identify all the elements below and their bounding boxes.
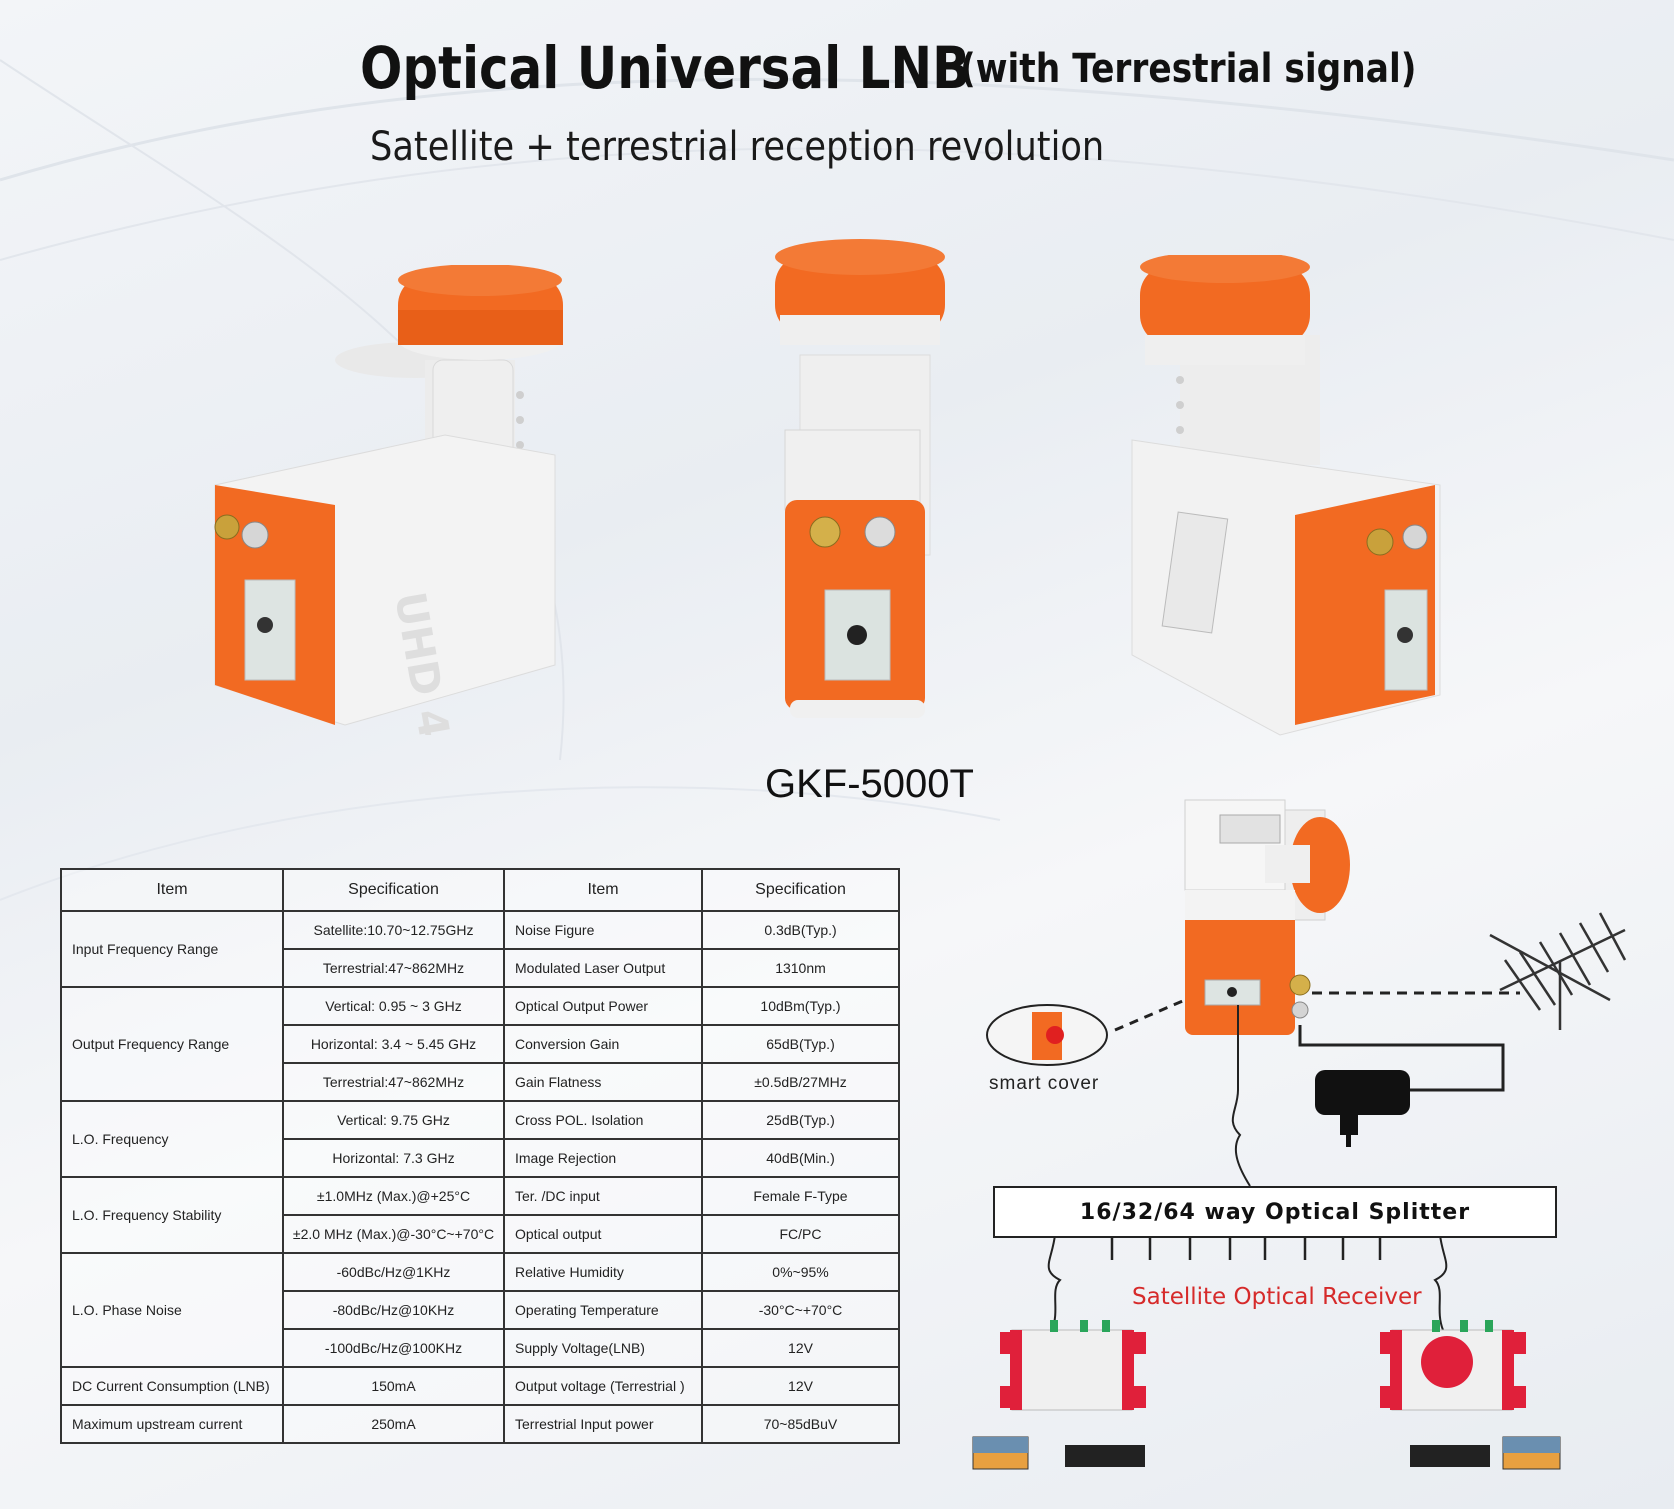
row-spec: Vertical: 0.95 ~ 3 GHz: [282, 986, 505, 1026]
receiver-label: Satellite Optical Receiver: [1132, 1284, 1422, 1310]
row-item: L.O. Frequency: [60, 1100, 284, 1178]
row-item: Optical output: [503, 1214, 703, 1254]
page-subtitle: Satellite + terrestrial reception revolu…: [370, 124, 1105, 170]
set-top-box-icon: [1065, 1445, 1145, 1467]
table-row: L.O. Frequency Vertical: 9.75 GHz Cross …: [60, 1100, 900, 1178]
table-row: Horizontal: 3.4 ~ 5.45 GHz Conversion Ga…: [61, 1024, 900, 1064]
row-item: Conversion Gain: [503, 1024, 703, 1064]
row-spec: 1310nm: [701, 948, 900, 988]
power-adapter-icon: [1315, 1070, 1410, 1147]
row-spec: -80dBc/Hz@10KHz: [282, 1290, 505, 1330]
row-item: Supply Voltage(LNB): [503, 1328, 703, 1368]
optical-receiver-right: [1380, 1320, 1526, 1411]
smart-cover-label: smart cover: [989, 1073, 1100, 1094]
row-spec: 65dB(Typ.): [701, 1024, 900, 1064]
spec-table: Item Specification Item Specification In…: [60, 868, 900, 1444]
row-spec: 150mA: [282, 1366, 505, 1406]
splitter-label: 16/32/64 way Optical Splitter: [1079, 1199, 1471, 1225]
header-item: Item: [503, 868, 703, 912]
row-spec: Horizontal: 7.3 GHz: [282, 1138, 505, 1178]
row-item: Noise Figure: [503, 910, 703, 950]
row-spec: Female F-Type: [701, 1176, 900, 1216]
table-row: -80dBc/Hz@10KHz Operating Temperature -3…: [61, 1290, 900, 1330]
row-item: L.O. Frequency Stability: [60, 1176, 284, 1254]
table-row: Terrestrial:47~862MHz Modulated Laser Ou…: [61, 948, 900, 988]
row-spec: Horizontal: 3.4 ~ 5.45 GHz: [282, 1024, 505, 1064]
table-row: Horizontal: 7.3 GHz Image Rejection 40dB…: [61, 1138, 900, 1178]
tv-icon: [1502, 1436, 1561, 1470]
title-suffix: (with Terrestrial signal): [960, 46, 1417, 92]
model-number: GKF-5000T: [765, 762, 974, 806]
row-spec: Vertical: 9.75 GHz: [282, 1100, 505, 1140]
smart-cover-icon: [986, 1004, 1108, 1066]
row-spec: 12V: [701, 1328, 900, 1368]
connection-diagram: [972, 799, 1627, 1470]
tv-icon: [972, 1436, 1029, 1470]
row-spec: 12V: [701, 1366, 900, 1406]
header-spec: Specification: [282, 868, 505, 912]
row-item: Operating Temperature: [503, 1290, 703, 1330]
row-spec: Satellite:10.70~12.75GHz: [282, 910, 505, 950]
header-spec: Specification: [701, 868, 900, 912]
row-item: DC Current Consumption (LNB): [60, 1366, 284, 1406]
table-row: -100dBc/Hz@100KHz Supply Voltage(LNB) 12…: [61, 1328, 900, 1368]
row-item: Terrestrial Input power: [503, 1404, 703, 1444]
table-row: DC Current Consumption (LNB) 150mA Outpu…: [60, 1366, 900, 1406]
row-item: Image Rejection: [503, 1138, 703, 1178]
table-row: L.O. Frequency Stability ±1.0MHz (Max.)@…: [60, 1176, 900, 1254]
antenna-icon: [1489, 912, 1627, 1030]
row-spec: Terrestrial:47~862MHz: [282, 948, 505, 988]
row-item: Output voltage (Terrestrial ): [503, 1366, 703, 1406]
row-spec: ±0.5dB/27MHz: [701, 1062, 900, 1102]
row-spec: 0.3dB(Typ.): [701, 910, 900, 950]
row-spec: 0%~95%: [701, 1252, 900, 1292]
row-spec: ±2.0 MHz (Max.)@-30°C~+70°C: [282, 1214, 505, 1254]
row-item: Ter. /DC input: [503, 1176, 703, 1216]
row-spec: -100dBc/Hz@100KHz: [282, 1328, 505, 1368]
row-spec: 10dBm(Typ.): [701, 986, 900, 1026]
row-spec: 70~85dBuV: [701, 1404, 900, 1444]
diagram-lnb: [1184, 799, 1350, 1035]
page-title: Optical Universal LNB (with Terrestrial …: [360, 34, 1416, 102]
table-row: ±2.0 MHz (Max.)@-30°C~+70°C Optical outp…: [61, 1214, 900, 1254]
lnb-image-right: [1131, 255, 1441, 736]
row-spec: 25dB(Typ.): [701, 1100, 900, 1140]
row-item: Input Frequency Range: [60, 910, 284, 988]
optical-receiver-left: [1000, 1320, 1146, 1411]
lnb-image-center: [775, 239, 945, 718]
row-item: L.O. Phase Noise: [60, 1252, 284, 1368]
table-row: Maximum upstream current 250mA Terrestri…: [60, 1404, 900, 1444]
row-spec: Terrestrial:47~862MHz: [282, 1062, 505, 1102]
row-item: Gain Flatness: [503, 1062, 703, 1102]
table-row: Input Frequency Range Satellite:10.70~12…: [60, 910, 900, 988]
lnb-image-left: UHD 4K: [214, 265, 563, 735]
row-spec: -30°C~+70°C: [701, 1290, 900, 1330]
row-item: Output Frequency Range: [60, 986, 284, 1102]
row-spec: 40dB(Min.): [701, 1138, 900, 1178]
row-spec: FC/PC: [701, 1214, 900, 1254]
set-top-box-icon: [1410, 1445, 1490, 1467]
row-item: Modulated Laser Output: [503, 948, 703, 988]
row-spec: 250mA: [282, 1404, 505, 1444]
row-spec: ±1.0MHz (Max.)@+25°C: [282, 1176, 505, 1216]
row-item: Relative Humidity: [503, 1252, 703, 1292]
row-item: Maximum upstream current: [60, 1404, 284, 1444]
table-row: L.O. Phase Noise -60dBc/Hz@1KHz Relative…: [60, 1252, 900, 1368]
table-header-row: Item Specification Item Specification: [60, 868, 900, 912]
table-row: Output Frequency Range Vertical: 0.95 ~ …: [60, 986, 900, 1102]
header-item: Item: [60, 868, 284, 912]
row-spec: -60dBc/Hz@1KHz: [282, 1252, 505, 1292]
table-row: Terrestrial:47~862MHz Gain Flatness ±0.5…: [61, 1062, 900, 1102]
title-main: Optical Universal LNB: [360, 34, 971, 102]
row-item: Optical Output Power: [503, 986, 703, 1026]
row-item: Cross POL. Isolation: [503, 1100, 703, 1140]
optical-splitter: 16/32/64 way Optical Splitter: [993, 1186, 1557, 1238]
